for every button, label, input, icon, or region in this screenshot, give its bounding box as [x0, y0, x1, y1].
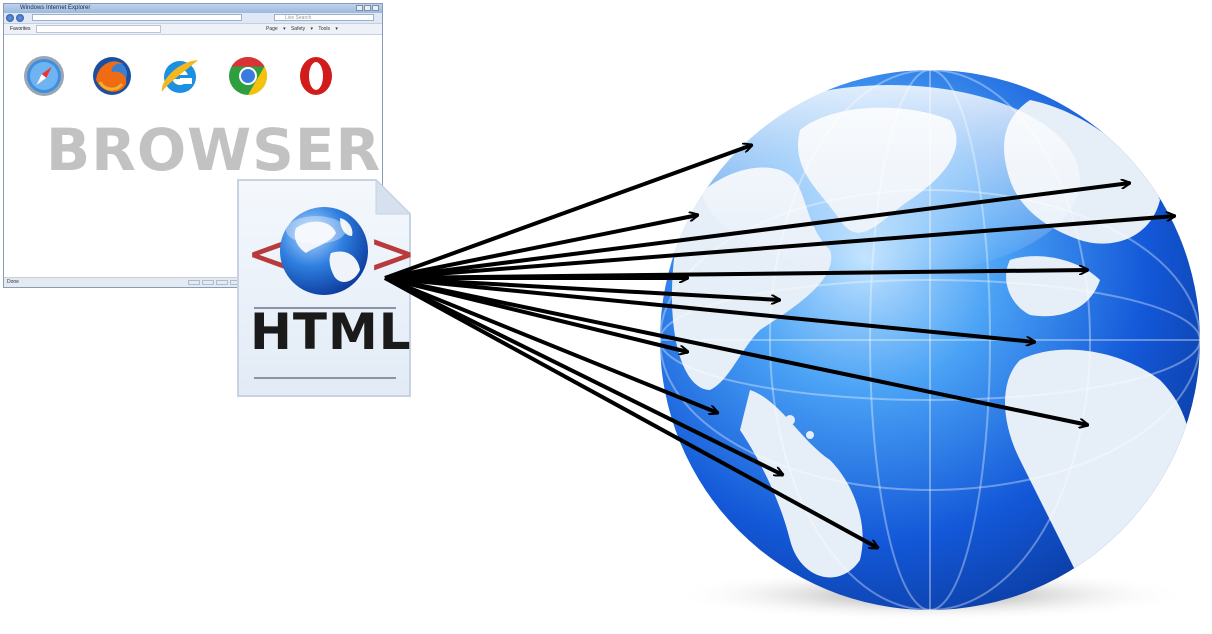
browser-address-row: Live Search: [4, 13, 382, 24]
command-bar[interactable]: Page ▾ Safety ▾ Tools ▾: [266, 26, 338, 32]
maximize-icon[interactable]: [364, 5, 371, 11]
forward-icon[interactable]: [16, 14, 24, 22]
opera-icon: [300, 57, 332, 95]
html-document-icon: < > HTML: [236, 178, 412, 398]
globe-highlight: [700, 85, 1080, 275]
minimize-icon[interactable]: [356, 5, 363, 11]
browser-logos: [22, 54, 352, 104]
internet-explorer-icon: [161, 60, 198, 93]
browser-favorites-row: Favorites Page ▾ Safety ▾ Tools ▾: [4, 24, 382, 35]
browser-window-title: Windows Internet Explorer: [20, 5, 91, 11]
globe-illustration: [660, 70, 1200, 621]
browser-titlebar: Windows Internet Explorer: [4, 4, 382, 13]
back-icon[interactable]: [6, 14, 14, 22]
status-cells: [188, 280, 242, 285]
browser-window: Windows Internet Explorer Live Search Fa…: [3, 3, 383, 288]
globe-icon: [280, 207, 368, 295]
status-text: Done: [7, 279, 19, 285]
browser-tab[interactable]: [36, 25, 161, 33]
html-label: HTML: [250, 303, 412, 361]
firefox-icon: [93, 57, 131, 95]
favorites-button[interactable]: Favorites: [10, 26, 31, 32]
close-icon[interactable]: [372, 5, 379, 11]
right-bracket-icon: >: [368, 219, 412, 287]
browser-heading: BROWSER: [46, 116, 382, 184]
window-controls: [356, 5, 379, 11]
chrome-icon: [229, 56, 268, 96]
search-input[interactable]: Live Search: [274, 14, 374, 21]
address-bar[interactable]: [32, 14, 242, 21]
browser-content: BROWSER: [4, 37, 382, 278]
safari-icon: [24, 56, 64, 96]
